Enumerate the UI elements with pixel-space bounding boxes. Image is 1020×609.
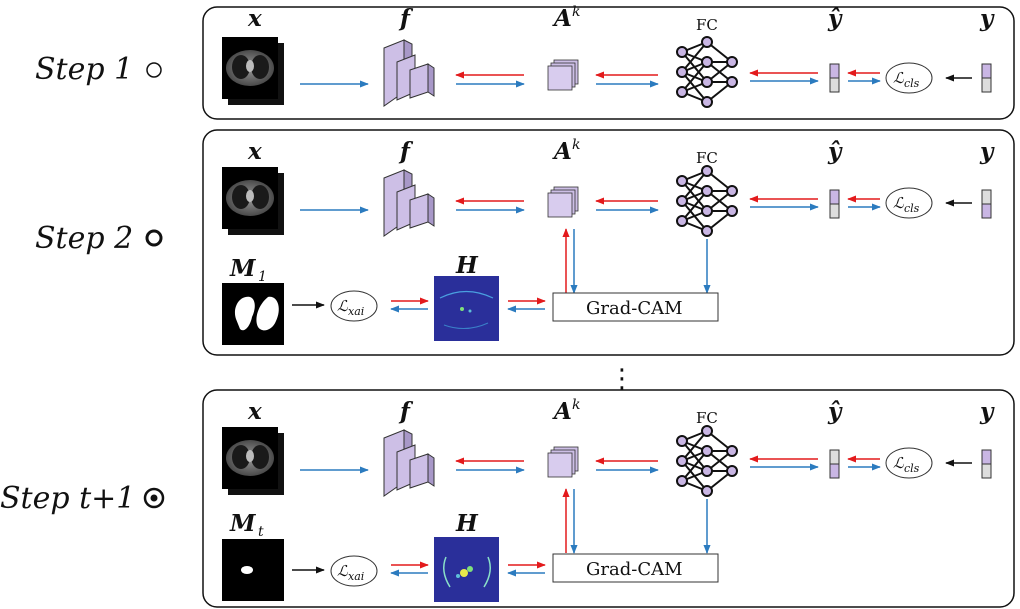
prediction-vector xyxy=(829,63,840,93)
step-2-label: Step 2 xyxy=(35,221,133,256)
step-1-marker xyxy=(146,62,162,78)
input-symbol: x xyxy=(247,398,262,425)
target-vector xyxy=(981,449,992,479)
gradcam-label: Grad-CAM xyxy=(586,298,683,319)
step-2-row: x f A k FC xyxy=(222,137,995,345)
target-symbol: y xyxy=(979,398,995,425)
step-1-panel xyxy=(202,6,1015,120)
activation-maps xyxy=(547,59,579,91)
step-1-row: x f A k FC xyxy=(222,4,995,108)
cls-loss-node xyxy=(885,187,933,219)
xai-loss-node xyxy=(330,555,378,587)
activation-superscript: k xyxy=(572,4,580,20)
fc-label: FC xyxy=(696,409,718,427)
activation-superscript: k xyxy=(572,137,580,153)
xai-loss-node xyxy=(330,290,378,322)
fc-network xyxy=(676,36,738,108)
step-t1-panel xyxy=(202,389,1015,608)
input-symbol: x xyxy=(247,5,262,32)
fc-network xyxy=(676,425,738,497)
heatmap-image xyxy=(434,537,499,602)
mask-subscript: 1 xyxy=(258,269,267,285)
activation-maps xyxy=(547,446,579,478)
ct-scan-image xyxy=(222,427,284,495)
target-symbol: y xyxy=(979,5,995,32)
heatmap-symbol: H xyxy=(455,252,479,279)
target-vector xyxy=(981,189,992,219)
cls-loss-subscript: cls xyxy=(904,462,920,475)
mask-symbol: M xyxy=(229,255,257,282)
vertical-ellipsis: ⋮ xyxy=(609,364,635,394)
cls-loss-symbol: ℒ xyxy=(893,69,905,87)
cls-loss-node xyxy=(885,447,933,479)
xai-loss-symbol: ℒ xyxy=(337,562,349,580)
mask-subscript: t xyxy=(258,524,264,540)
feature-symbol: f xyxy=(398,138,414,165)
feature-symbol: f xyxy=(398,398,414,425)
heatmap-symbol: H xyxy=(455,510,479,537)
fc-network xyxy=(676,165,738,237)
xai-loss-symbol: ℒ xyxy=(337,297,349,315)
gradcam-box xyxy=(552,553,719,583)
activation-symbol: A xyxy=(552,138,572,165)
ct-scan-image xyxy=(222,167,284,235)
input-symbol: x xyxy=(247,138,262,165)
cls-loss-subscript: cls xyxy=(904,202,920,215)
ct-scan-image xyxy=(222,37,284,105)
fc-label: FC xyxy=(696,149,718,167)
target-vector xyxy=(981,63,992,93)
prediction-symbol: ŷ xyxy=(827,398,843,425)
activation-symbol: A xyxy=(552,398,572,425)
heatmap-image xyxy=(434,276,499,341)
cls-loss-node xyxy=(885,62,933,94)
step-1-label: Step 1 xyxy=(35,52,133,87)
step-t1-label: Step t+1 xyxy=(0,481,135,516)
step-t1-marker xyxy=(143,487,165,509)
activation-symbol: A xyxy=(552,5,572,32)
gradcam-box xyxy=(552,292,719,322)
prediction-vector xyxy=(829,449,840,479)
feature-symbol: f xyxy=(398,5,414,32)
feature-maps xyxy=(383,39,435,107)
activation-superscript: k xyxy=(572,397,580,413)
step-t1-row: x f A k FC xyxy=(222,397,995,602)
feature-maps xyxy=(383,169,435,237)
cls-loss-symbol: ℒ xyxy=(893,454,905,472)
lesion-mask-image xyxy=(222,539,284,601)
prediction-symbol: ŷ xyxy=(827,138,843,165)
feature-maps xyxy=(383,429,435,497)
mask-symbol: M xyxy=(229,510,257,537)
xai-loss-subscript: xai xyxy=(348,570,364,583)
step-2-marker xyxy=(145,229,163,247)
step-2-panel xyxy=(202,129,1015,356)
target-symbol: y xyxy=(979,138,995,165)
cls-loss-subscript: cls xyxy=(904,77,920,90)
fc-label: FC xyxy=(696,16,718,34)
prediction-vector xyxy=(829,189,840,219)
xai-loss-subscript: xai xyxy=(348,305,364,318)
lung-mask-image xyxy=(222,283,284,345)
prediction-symbol: ŷ xyxy=(827,5,843,32)
cls-loss-symbol: ℒ xyxy=(893,194,905,212)
activation-maps xyxy=(547,186,579,218)
gradcam-label: Grad-CAM xyxy=(586,559,683,580)
